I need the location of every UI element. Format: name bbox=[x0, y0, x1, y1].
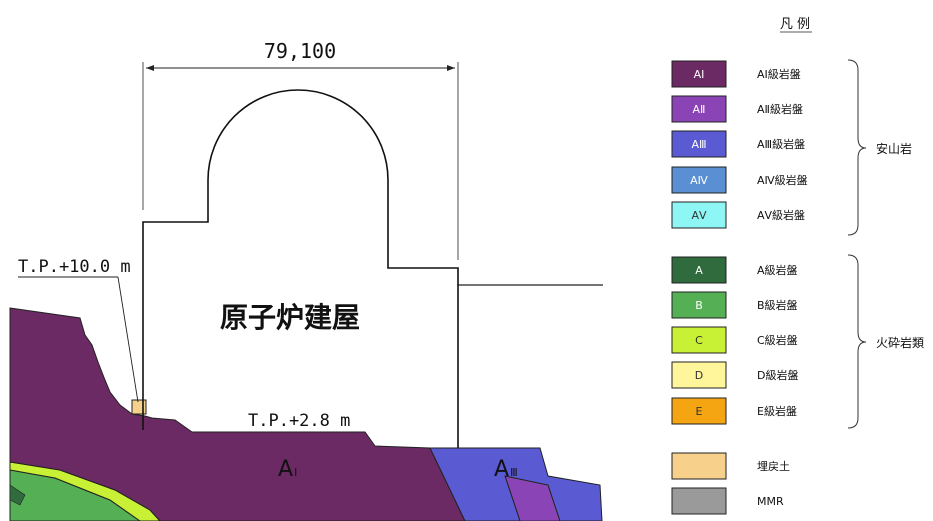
brace-andesite bbox=[847, 59, 867, 236]
legend-item: D D級岩盤 bbox=[671, 361, 798, 389]
legend-label: E級岩盤 bbox=[757, 404, 797, 418]
backfill-block bbox=[131, 399, 147, 415]
legend-item: A A級岩盤 bbox=[671, 256, 798, 284]
legend-swatch-code: AⅤ bbox=[691, 209, 707, 222]
dimension-label: 79,100 bbox=[264, 39, 336, 63]
legend-swatch bbox=[671, 256, 727, 284]
legend-item: B B級岩盤 bbox=[671, 291, 798, 319]
tp-lower-label: T.P.+2.8 m bbox=[248, 411, 350, 431]
rock-a3 bbox=[429, 447, 603, 521]
rock-a1 bbox=[9, 307, 466, 521]
dim-arrow-left bbox=[146, 65, 154, 71]
legend-item: AⅡ AⅡ級岩盤 bbox=[671, 95, 803, 123]
legend-label: AⅠ級岩盤 bbox=[757, 67, 801, 81]
legend-label: AⅣ級岩盤 bbox=[757, 173, 808, 187]
legend-item: E E級岩盤 bbox=[671, 397, 797, 425]
brace-pyroclastic bbox=[847, 254, 867, 429]
legend-item: AⅣ AⅣ級岩盤 bbox=[671, 166, 808, 194]
legend-label: MMR bbox=[757, 495, 784, 508]
legend-label: C級岩盤 bbox=[757, 333, 798, 347]
reactor-building-outline bbox=[142, 89, 459, 448]
legend-label: AⅡ級岩盤 bbox=[757, 102, 803, 116]
legend-swatch-code: AⅠ bbox=[694, 68, 705, 81]
legend-label: D級岩盤 bbox=[757, 368, 798, 382]
cross-section: 79,100 T.P.+10.0 m T.P.+2.8 m 原子炉建屋 AⅠ A… bbox=[9, 39, 603, 521]
building-label: 原子炉建屋 bbox=[220, 301, 360, 334]
layer-dark-green bbox=[9, 484, 26, 506]
legend-item: AⅠ AⅠ級岩盤 bbox=[671, 60, 801, 88]
legend-swatch bbox=[671, 397, 727, 425]
legend-item: AⅢ AⅢ級岩盤 bbox=[671, 130, 805, 158]
legend-swatch bbox=[671, 291, 727, 319]
legend-swatch bbox=[671, 201, 727, 229]
legend-swatch bbox=[671, 166, 727, 194]
legend-swatch-code: C bbox=[695, 334, 703, 347]
legend-swatch-code: AⅡ bbox=[693, 103, 706, 116]
legend-item: MMR bbox=[671, 487, 784, 515]
legend-swatch bbox=[671, 130, 727, 158]
legend-swatch-code: E bbox=[696, 405, 703, 418]
legend-swatch-code: D bbox=[695, 369, 703, 382]
legend-swatch bbox=[671, 95, 727, 123]
tp-upper-leader bbox=[117, 276, 139, 403]
tp-upper-label: T.P.+10.0 m bbox=[18, 257, 131, 277]
legend-item: C C級岩盤 bbox=[671, 326, 798, 354]
dim-arrow-right bbox=[447, 65, 455, 71]
legend-swatch bbox=[671, 60, 727, 88]
legend-swatch bbox=[671, 326, 727, 354]
zone-label-a3: AⅢ bbox=[494, 457, 518, 482]
legend-label: AⅤ級岩盤 bbox=[757, 208, 805, 222]
legend-swatch bbox=[671, 361, 727, 389]
zone-label-a1: AⅠ bbox=[278, 457, 297, 482]
legend-item: AⅤ AⅤ級岩盤 bbox=[671, 201, 805, 229]
legend-label: 埋戻土 bbox=[757, 460, 790, 473]
legend-title: 凡 例 bbox=[780, 17, 810, 32]
legend-swatch bbox=[671, 452, 727, 480]
group-label-pyroclastic: 火砕岩類 bbox=[876, 335, 924, 350]
legend-swatch-code: AⅢ bbox=[691, 138, 706, 151]
legend-label: AⅢ級岩盤 bbox=[757, 137, 805, 151]
legend-label: A級岩盤 bbox=[757, 263, 798, 277]
legend-items: AⅠ AⅠ級岩盤 AⅡ AⅡ級岩盤 AⅢ AⅢ級岩盤 AⅣ AⅣ級岩盤 AⅤ AⅤ級岩盤 A A級岩盤… bbox=[671, 60, 808, 515]
legend-swatch bbox=[671, 487, 727, 515]
legend-item: 埋戻土 bbox=[671, 452, 790, 480]
legend-swatch-code: A bbox=[695, 264, 703, 277]
group-label-andesite: 安山岩 bbox=[876, 141, 912, 156]
legend-swatch-code: B bbox=[695, 299, 703, 312]
legend-swatch-code: AⅣ bbox=[690, 174, 709, 187]
legend-label: B級岩盤 bbox=[757, 298, 798, 312]
